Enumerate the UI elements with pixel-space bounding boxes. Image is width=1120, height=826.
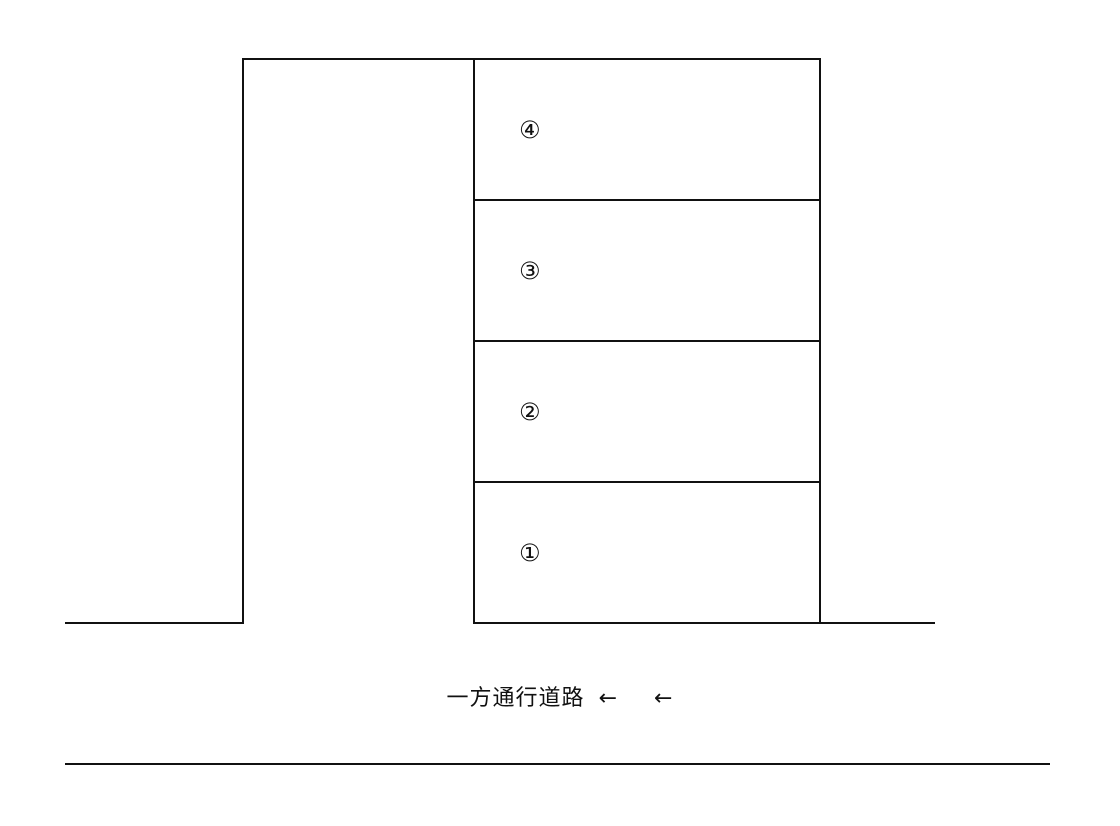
parking-space-4-label: ④ (519, 116, 541, 144)
road-name: 一方通行道路 (446, 686, 585, 711)
one-way-road-label: 一方通行道路 ← ← (0, 680, 1120, 712)
parking-space-1-label: ① (519, 539, 541, 567)
left-arrow-icon: ← (598, 686, 618, 711)
parking-space-1 (473, 481, 821, 624)
left-arrow-icon: ← (654, 686, 674, 711)
parking-space-2-label: ② (519, 398, 541, 426)
parking-space-3-label: ③ (519, 257, 541, 285)
